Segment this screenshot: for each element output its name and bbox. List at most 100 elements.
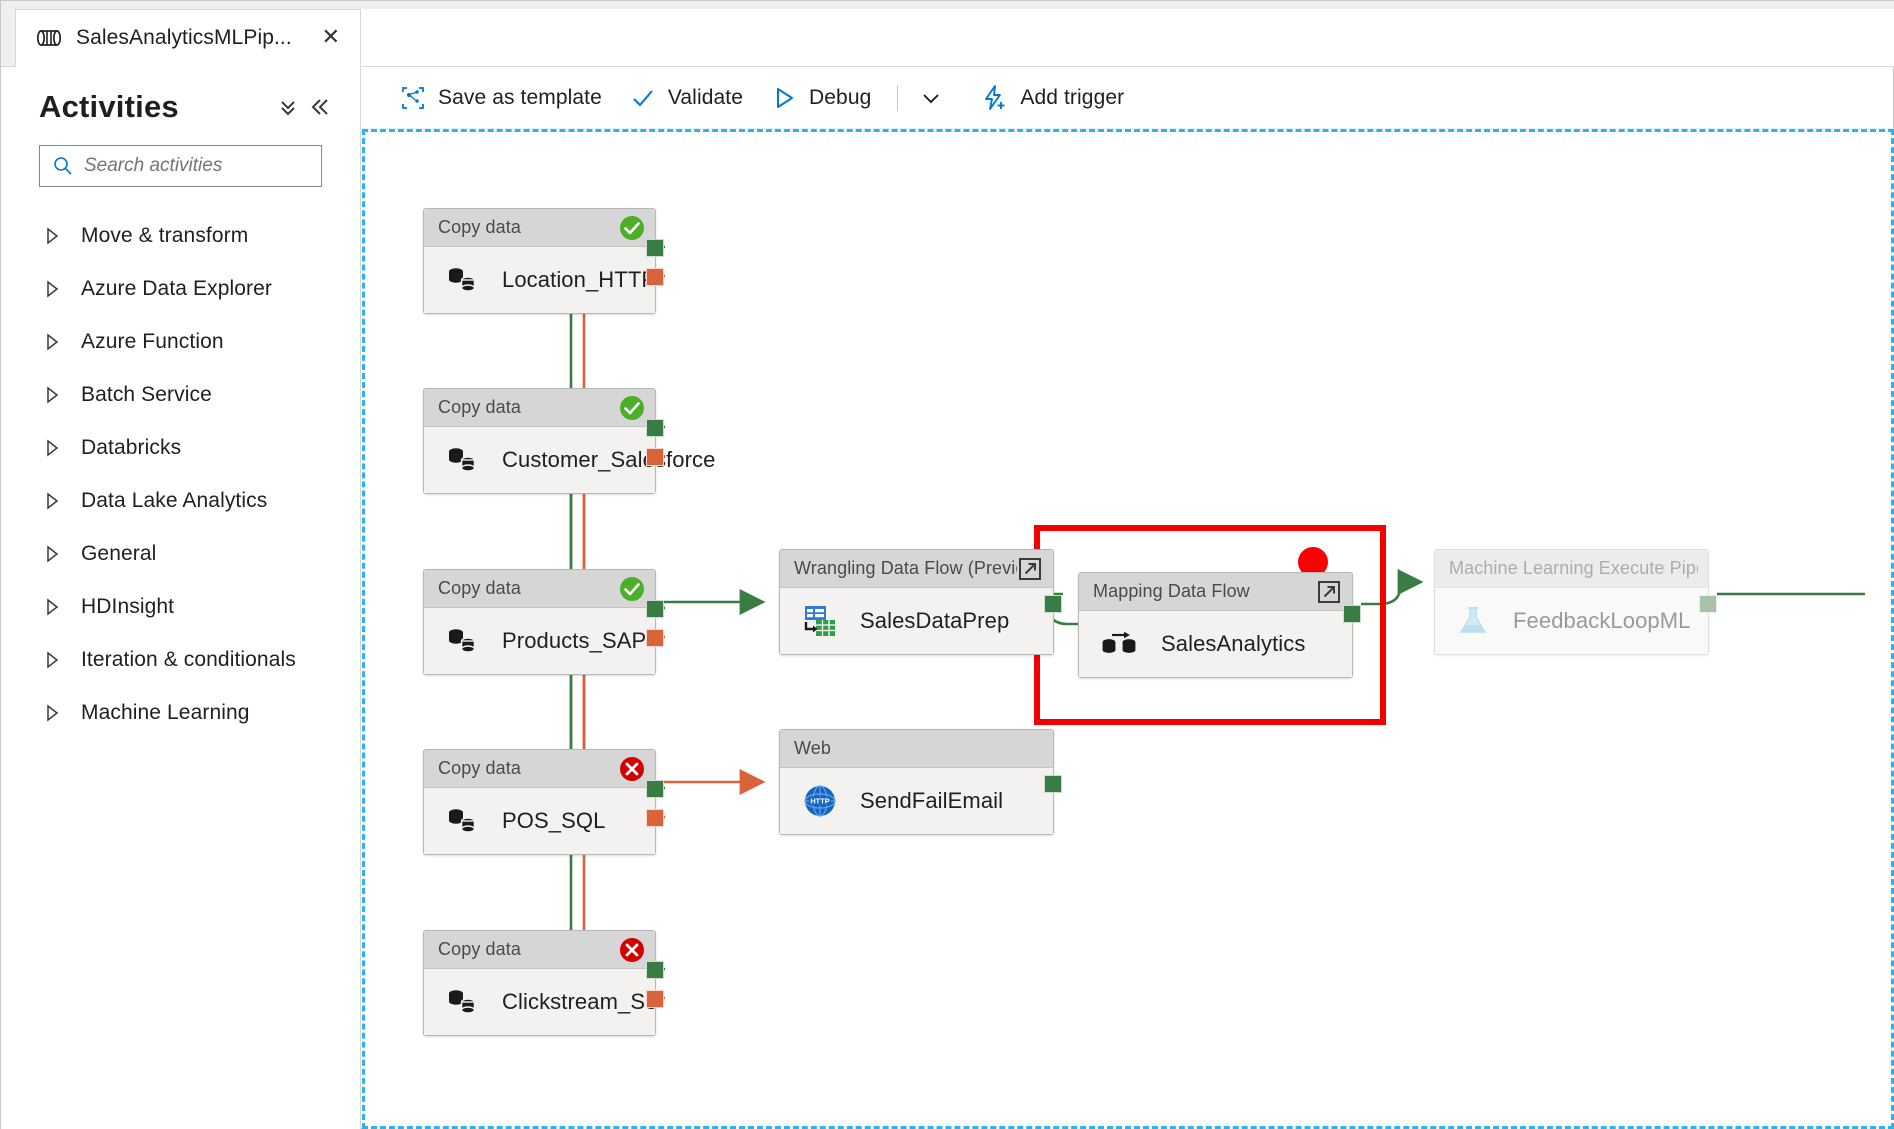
save-as-template-button[interactable]: Save as template (386, 76, 616, 120)
node-name-label: SendFailEmail (860, 788, 1004, 813)
success-port[interactable] (1343, 605, 1361, 623)
node-body: FeedbackLoopML (1435, 588, 1708, 654)
success-port[interactable] (646, 600, 664, 618)
double-chevron-left-icon[interactable] (304, 91, 336, 123)
red-x-badge (620, 756, 644, 781)
sidebar-item-iteration-conditionals[interactable]: Iteration & conditionals (1, 633, 360, 686)
node-type-label: Copy data (438, 939, 521, 959)
sidebar-item-label: Batch Service (81, 382, 212, 406)
copy-data-icon (449, 990, 476, 1014)
tab-strip-filler (319, 9, 1894, 67)
sidebar-item-label: Databricks (81, 435, 182, 459)
external-link-icon[interactable] (1017, 556, 1043, 582)
web-http-icon: HTTP (804, 785, 836, 817)
tab-title: SalesAnalyticsMLPip... (76, 26, 292, 49)
activities-panel-header: Activities (1, 67, 360, 131)
green-check-badge (620, 395, 644, 420)
external-link-icon[interactable] (1316, 579, 1342, 605)
wrangling-data-flow-icon (804, 606, 835, 636)
failure-port[interactable] (646, 809, 664, 827)
sidebar-item-azure-data-explorer[interactable]: Azure Data Explorer (1, 262, 360, 315)
sidebar-item-general[interactable]: General (1, 527, 360, 580)
save-as-template-label: Save as template (438, 85, 602, 109)
validate-label: Validate (667, 85, 743, 109)
close-icon[interactable]: ✕ (321, 25, 341, 50)
activity-node-feedback-loop-ml[interactable]: Machine Learning Execute Pipeline Feedba… (1434, 549, 1717, 655)
search-box[interactable] (39, 145, 331, 187)
toolbar-divider (897, 84, 899, 111)
sidebar-item-label: Azure Function (81, 329, 224, 353)
sidebar-item-hdinsight[interactable]: HDInsight (1, 580, 360, 633)
node-body: Location_HTTP (424, 247, 656, 313)
activity-node-products-sap[interactable]: Copy data Products_SAP (423, 569, 664, 675)
red-x-badge (620, 937, 644, 962)
tab-salesanalyticsmlpipeline[interactable]: SalesAnalyticsMLPip... ✕ (15, 9, 361, 67)
activity-node-customer-salesforce[interactable]: Copy data Customer_Sales (423, 388, 715, 494)
add-trigger-label: Add trigger (1020, 85, 1125, 109)
sidebar-item-label: General (81, 541, 157, 565)
node-body: Customer_Salesforce (424, 427, 715, 493)
node-type-label: Copy data (438, 397, 521, 417)
node-name-label: Clickstream_S3 (502, 989, 658, 1014)
tab-strip: SalesAnalyticsMLPip... ✕ (1, 1, 1894, 67)
activity-node-sales-analytics[interactable]: Mapping Data Flow (1078, 572, 1361, 678)
success-port[interactable] (1044, 595, 1062, 613)
failure-port[interactable] (646, 629, 664, 647)
activity-node-clickstream-s3[interactable]: Copy data C (423, 930, 664, 1036)
debug-button[interactable]: Debug (757, 76, 885, 120)
success-port[interactable] (646, 419, 664, 437)
sidebar-item-label: HDInsight (81, 594, 175, 618)
copy-data-icon (449, 448, 476, 472)
play-triangle-icon (777, 87, 793, 108)
sidebar-item-azure-function[interactable]: Azure Function (1, 315, 360, 368)
double-chevron-down-icon[interactable] (272, 91, 304, 123)
activity-node-send-fail-email[interactable]: Web HTTP SendFailEmail (779, 729, 1062, 835)
failure-port[interactable] (646, 448, 664, 466)
svg-text:HTTP: HTTP (810, 797, 829, 806)
success-port[interactable] (646, 961, 664, 979)
chevron-right-icon (47, 650, 59, 669)
success-port[interactable] (1044, 775, 1062, 793)
node-name-label: POS_SQL (502, 808, 606, 833)
chevron-right-icon (47, 226, 59, 245)
pipeline-icon (36, 30, 62, 46)
success-port[interactable] (1699, 595, 1717, 613)
green-check-badge (620, 215, 644, 240)
sidebar-item-move-transform[interactable]: Move & transform (1, 209, 360, 262)
node-header: Copy data (424, 931, 655, 969)
failure-port[interactable] (646, 990, 664, 1008)
chevron-right-icon (47, 491, 59, 510)
add-trigger-button[interactable]: Add trigger (966, 76, 1138, 120)
sidebar-item-label: Azure Data Explorer (81, 276, 272, 300)
activity-node-sales-data-prep[interactable]: Wrangling Data Flow (Preview (779, 549, 1062, 655)
sidebar-item-data-lake-analytics[interactable]: Data Lake Analytics (1, 474, 360, 527)
node-header: Machine Learning Execute Pipeline (1435, 550, 1708, 588)
search-input[interactable] (74, 155, 331, 177)
pipeline-canvas[interactable]: Copy data Location_HTTP (362, 129, 1894, 1129)
chevron-right-icon (47, 597, 59, 616)
chevron-right-icon (47, 332, 59, 351)
success-port[interactable] (646, 780, 664, 798)
checkmark-icon (633, 89, 653, 107)
sidebar-item-databricks[interactable]: Databricks (1, 421, 360, 474)
activity-node-location-http[interactable]: Copy data Location_HTTP (423, 208, 664, 314)
sidebar-item-batch-service[interactable]: Batch Service (1, 368, 360, 421)
node-name-label: SalesAnalytics (1161, 631, 1306, 656)
lightning-bolt-plus-icon (985, 84, 1005, 110)
sidebar-item-machine-learning[interactable]: Machine Learning (1, 686, 360, 739)
debug-dropdown-button[interactable] (910, 76, 952, 120)
sidebar-item-label: Machine Learning (81, 700, 250, 724)
search-container (1, 131, 360, 187)
activity-node-pos-sql[interactable]: Copy data P (423, 749, 664, 855)
node-type-label: Copy data (438, 217, 521, 237)
node-type-label: Web (794, 738, 831, 758)
validate-button[interactable]: Validate (616, 76, 757, 120)
debug-label: Debug (809, 85, 872, 109)
page-title: Activities (39, 89, 179, 124)
failure-port[interactable] (646, 268, 664, 286)
node-type-label: Mapping Data Flow (1093, 581, 1250, 601)
success-port[interactable] (646, 239, 664, 257)
chevron-right-icon (47, 385, 59, 404)
sidebar-item-label: Iteration & conditionals (81, 647, 296, 671)
node-body: SalesDataPrep (780, 588, 1053, 654)
